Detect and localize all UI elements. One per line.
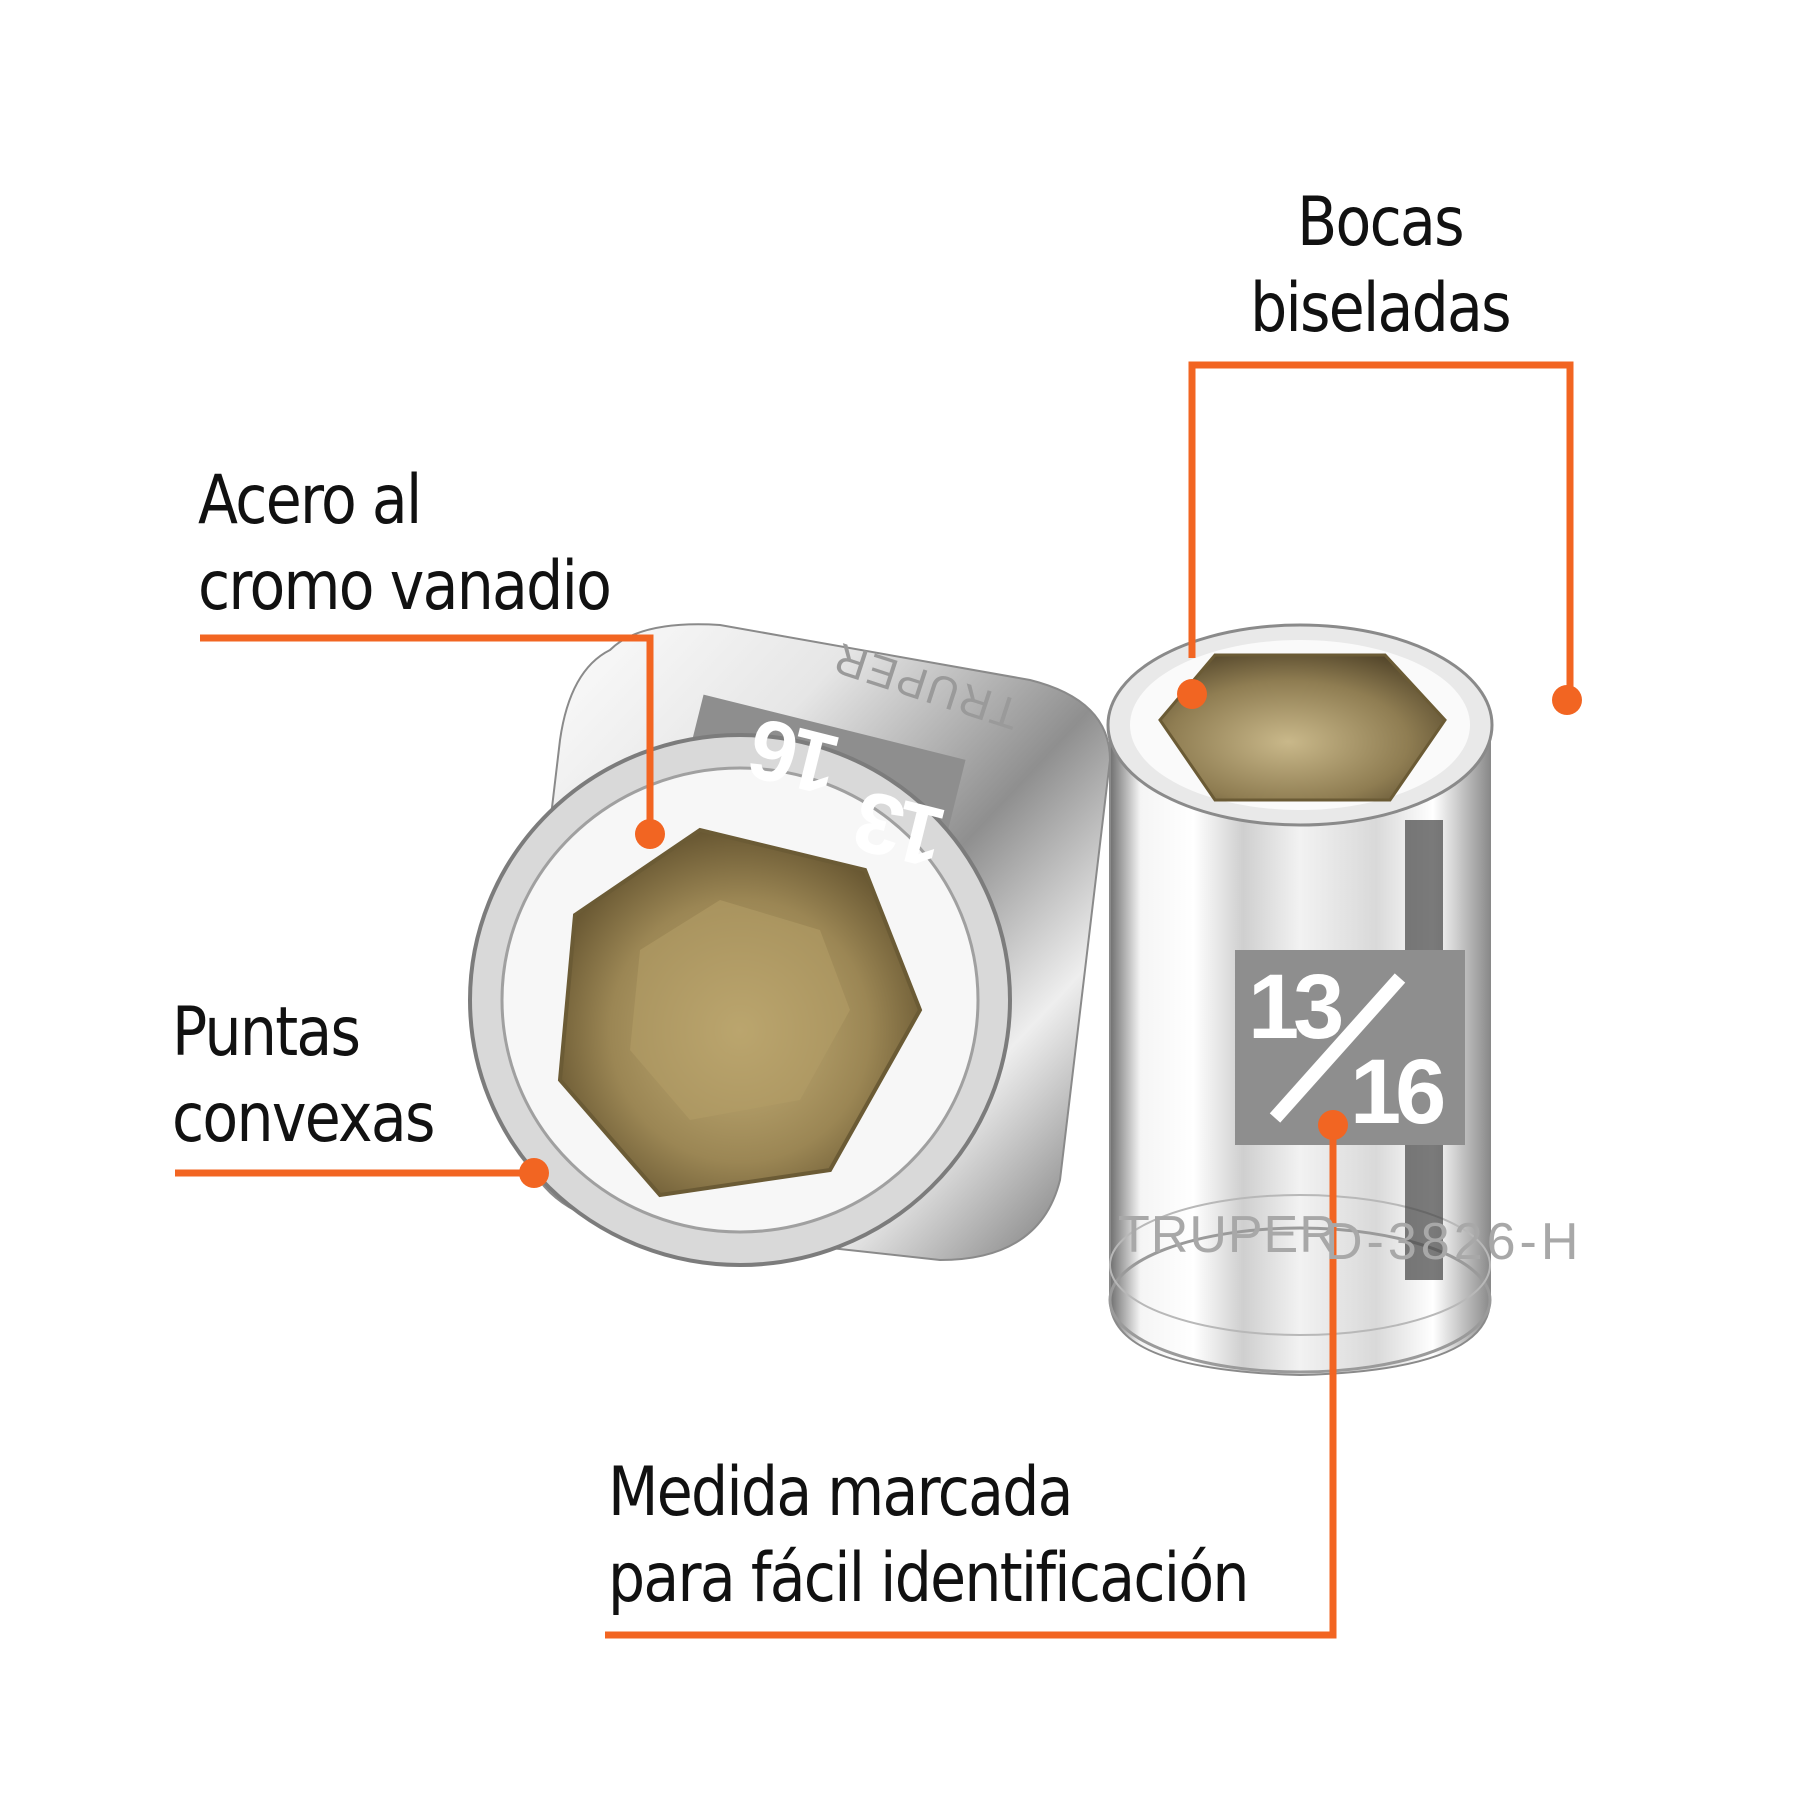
right-size-top: 13	[1248, 956, 1344, 1058]
callout-size: Medida marcada para fácil identificación	[608, 1450, 1249, 1622]
callout-dot-size	[1318, 1110, 1348, 1140]
callout-dot-bevel-left	[1177, 679, 1207, 709]
callout-dot-bevel-right	[1552, 685, 1582, 715]
callout-line-size	[605, 1125, 1337, 1639]
callout-size-line-2: para fácil identificación	[608, 1539, 1249, 1618]
callout-line-material	[200, 634, 654, 832]
right-socket	[1106, 623, 1494, 1377]
right-size-bottom: 16	[1350, 1041, 1446, 1143]
left-size-top: 13	[849, 772, 955, 887]
callout-material-line-1: Acero al	[198, 461, 422, 540]
callout-line-bevel	[1188, 361, 1574, 700]
callout-dot-points	[519, 1158, 549, 1188]
left-size-bottom: 16	[744, 700, 849, 814]
right-brand-engraving: TRUPER	[1118, 1206, 1338, 1264]
right-model-engraving: D-3826-H	[1325, 1213, 1583, 1271]
callout-size-line-1: Medida marcada	[608, 1453, 1074, 1532]
callout-material: Acero al cromo vanadio	[198, 458, 612, 630]
callout-points-line-2: convexas	[172, 1079, 435, 1158]
callout-points: Puntas convexas	[172, 990, 435, 1162]
callout-bevel-line-2: biseladas	[1250, 269, 1512, 348]
callout-lines	[175, 361, 1574, 1639]
callout-bevel: Bocas biseladas	[1208, 180, 1552, 352]
fraction-slash	[1269, 973, 1406, 1123]
callout-bevel-line-1: Bocas	[1297, 183, 1464, 262]
callout-dots	[519, 679, 1582, 1188]
callout-dot-material	[635, 819, 665, 849]
left-socket	[468, 623, 1112, 1267]
callout-points-line-1: Puntas	[172, 993, 361, 1072]
callout-material-line-2: cromo vanadio	[198, 547, 612, 626]
